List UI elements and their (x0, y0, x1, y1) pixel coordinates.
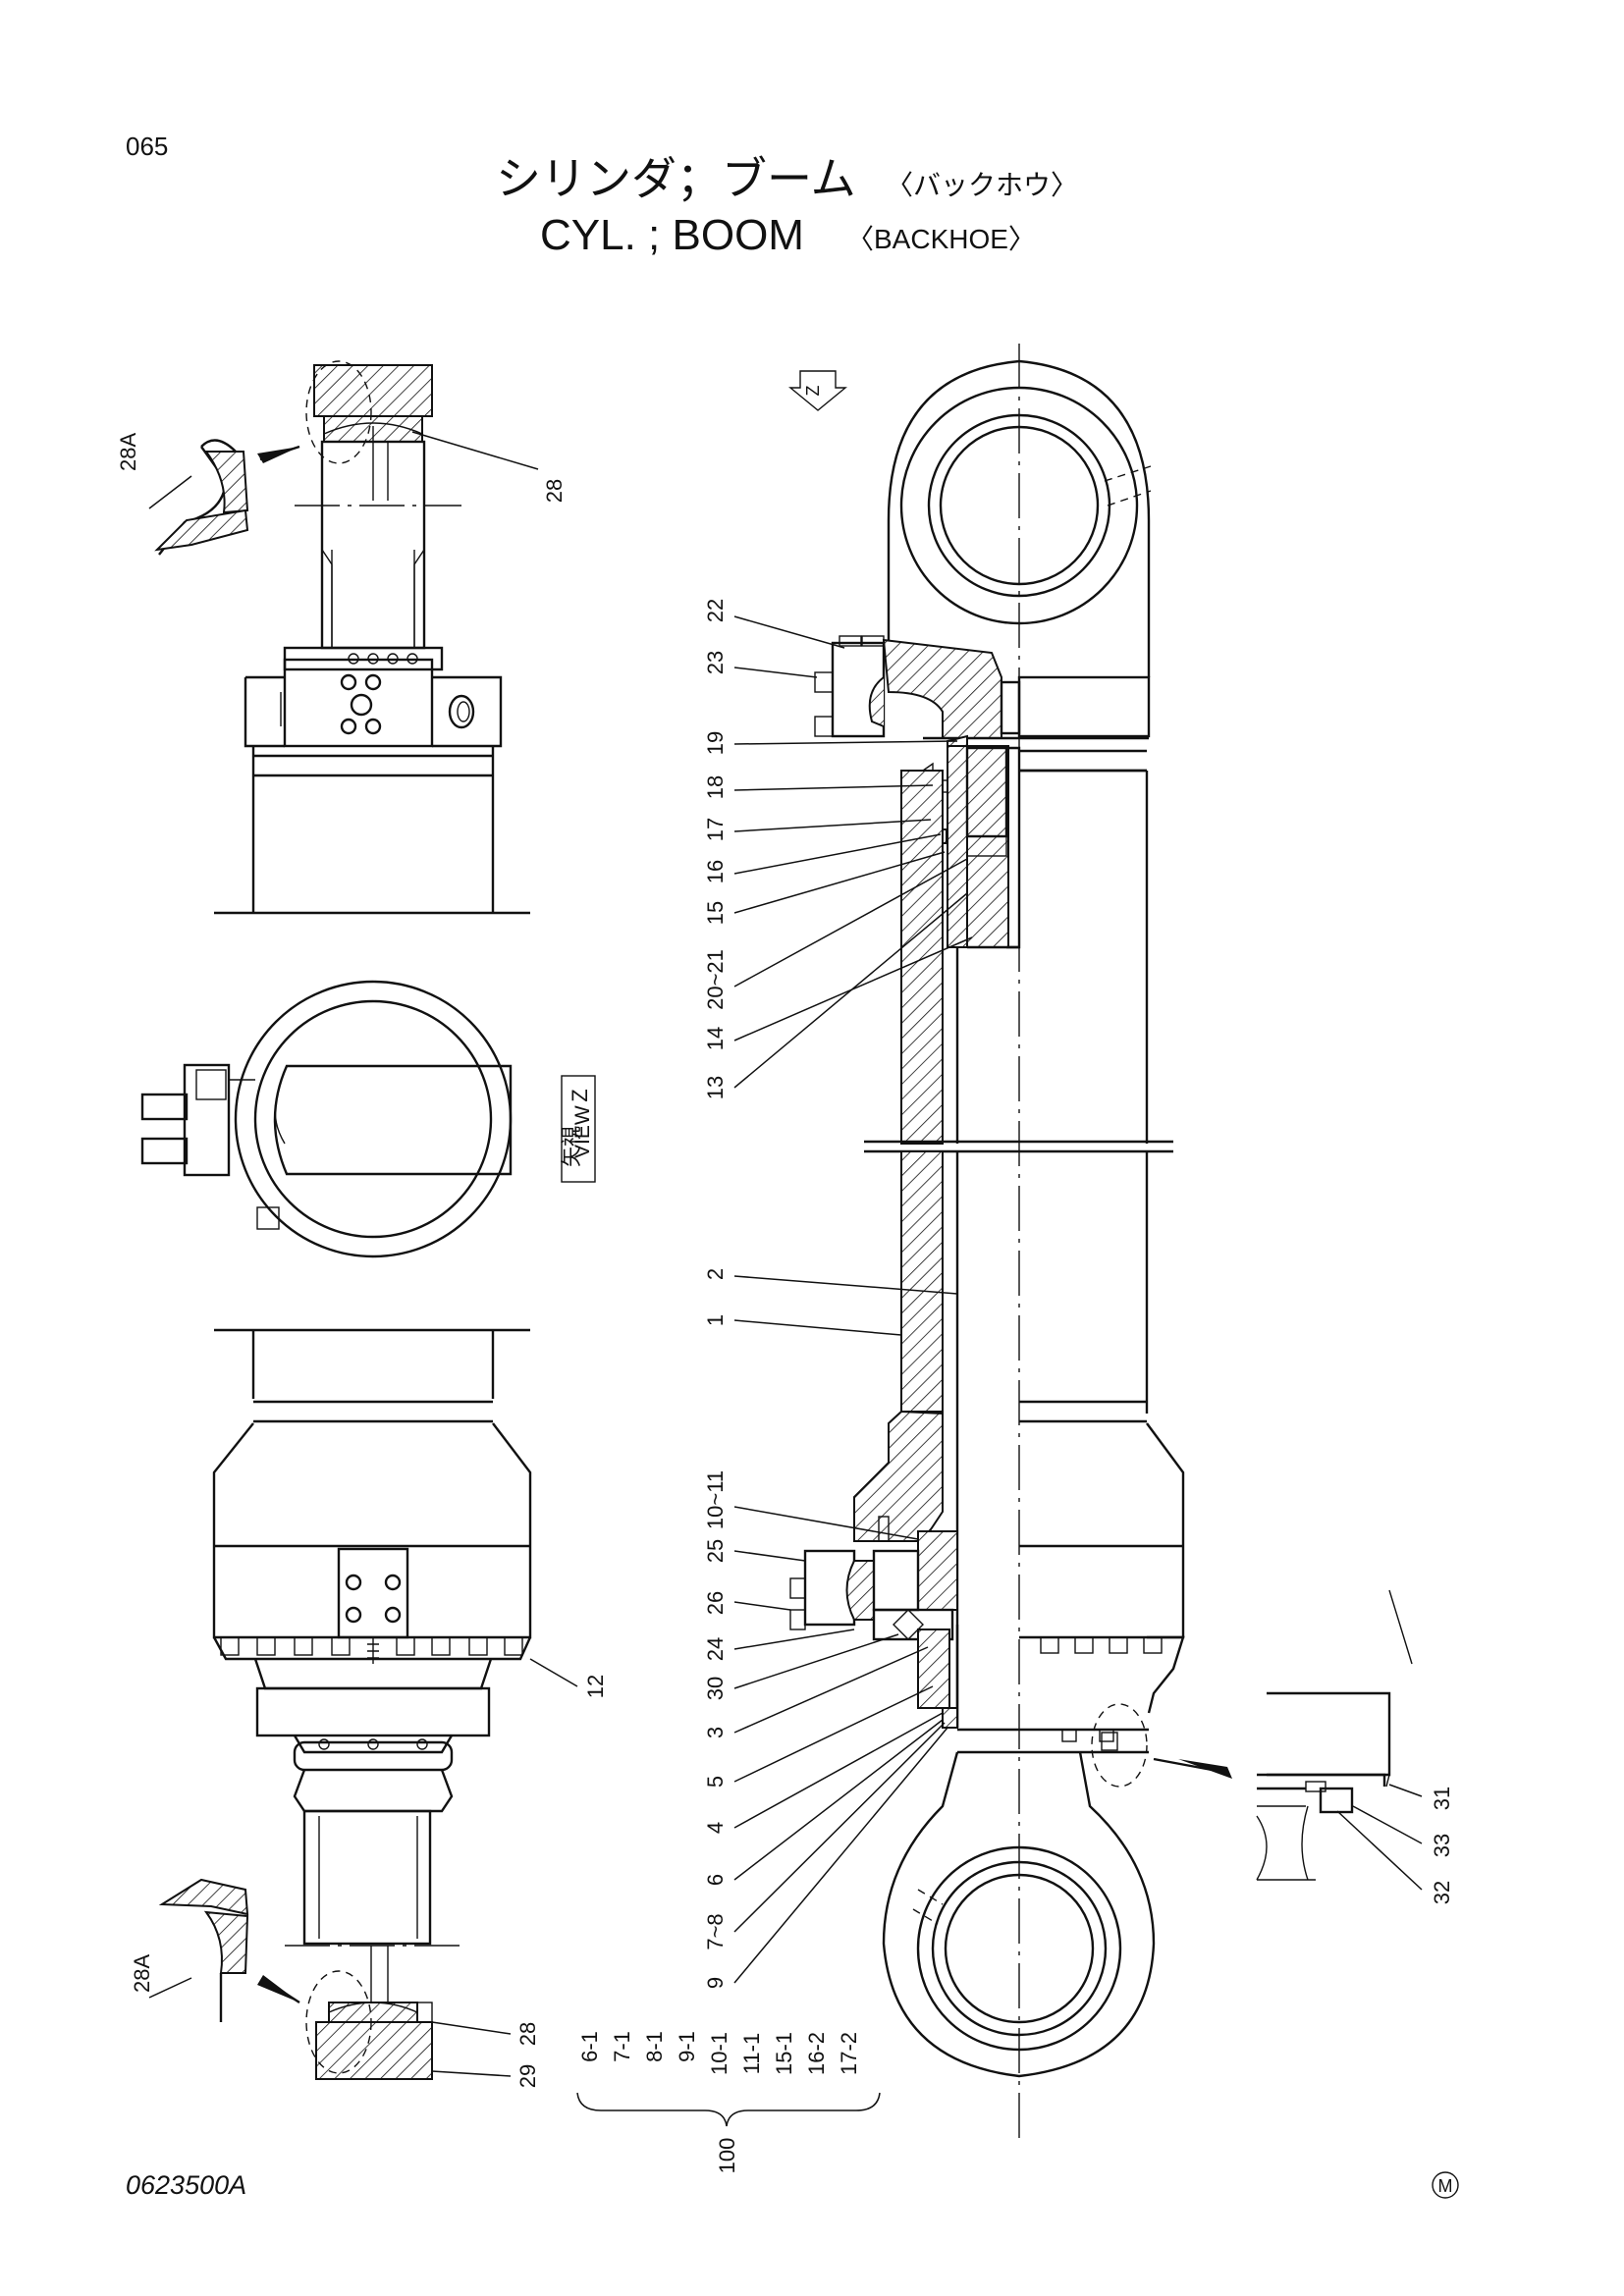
callout-17: 17 (703, 818, 728, 841)
view-arrow-letter: Z (803, 386, 823, 397)
title-japanese: シリンダ；ブーム (496, 153, 856, 204)
leader-lines (148, 431, 1423, 2077)
callout-1: 1 (703, 1314, 728, 1326)
kit-item: 6-1 (577, 2031, 602, 2062)
callout-30: 30 (703, 1677, 728, 1700)
kit-item: 8-1 (642, 2031, 667, 2062)
callout-26: 26 (703, 1591, 728, 1615)
view-label-letter: Z (568, 1089, 592, 1101)
callout-5: 5 (703, 1776, 728, 1788)
detail-31-33 (1256, 1589, 1413, 1881)
callout-7-8: 7~8 (703, 1913, 728, 1949)
callout-12: 12 (583, 1675, 608, 1698)
detail-28a-bottom (158, 1878, 249, 2022)
rod-head-end-view (214, 360, 530, 915)
kit-item: 7-1 (610, 2031, 634, 2062)
drawing-number: 0623500A (126, 2170, 246, 2200)
kit-number: 100 (715, 2138, 739, 2174)
callout-20-21: 20~21 (703, 949, 728, 1010)
callout-9: 9 (703, 1977, 728, 1989)
title-english: CYL. ; BOOM (540, 211, 804, 259)
callout-28-top: 28 (542, 479, 567, 503)
callout-14: 14 (703, 1027, 728, 1050)
callout-31: 31 (1430, 1787, 1454, 1810)
detail-28a-top (154, 439, 249, 556)
callout-23: 23 (703, 651, 728, 674)
view-z-arrow: Z (788, 370, 847, 411)
callout-10-11: 10~11 (703, 1470, 728, 1529)
view-label-japanese: 矢視 (561, 1126, 583, 1167)
kit-item: 10-1 (707, 2032, 731, 2075)
callout-18: 18 (703, 775, 728, 799)
kit-item: 9-1 (675, 2031, 699, 2062)
page-number: 065 (126, 132, 168, 161)
callout-25: 25 (703, 1539, 728, 1563)
kit-brace (576, 2092, 881, 2127)
callout-3: 3 (703, 1727, 728, 1738)
callout-13: 13 (703, 1076, 728, 1099)
callout-4: 4 (703, 1822, 728, 1834)
callout-33: 33 (1430, 1834, 1454, 1857)
kit-item: 11-1 (739, 2033, 764, 2074)
end-view-z (140, 980, 513, 1258)
tube-bottom-view (212, 1328, 532, 2080)
kit-item: 17-2 (837, 2032, 861, 2075)
m-mark-letter: M (1438, 2176, 1453, 2196)
m-mark: M (1432, 2171, 1459, 2199)
callout-22: 22 (703, 599, 728, 622)
callout-2: 2 (703, 1268, 728, 1280)
callout-6: 6 (703, 1874, 728, 1886)
callout-28-bottom: 28 (515, 2022, 540, 2046)
callout-19: 19 (703, 731, 728, 755)
title-japanese-subtitle: 〈バックホウ〉 (886, 170, 1078, 200)
callout-28a-bottom: 28A (130, 1954, 154, 1993)
title-english-subtitle: 〈BACKHOE〉 (846, 224, 1036, 254)
callout-24: 24 (703, 1637, 728, 1661)
callout-32: 32 (1430, 1881, 1454, 1904)
kit-list: 6-1 7-1 8-1 9-1 10-1 11-1 15-1 16-2 17-2… (576, 2031, 881, 2174)
view-z-label: 矢視 VIEW Z (561, 1075, 596, 1183)
callout-29: 29 (515, 2064, 540, 2088)
kit-item: 16-2 (804, 2032, 829, 2075)
callout-16: 16 (703, 860, 728, 883)
callout-15: 15 (703, 901, 728, 925)
view-label-english: VIEW (571, 1105, 594, 1158)
kit-item: 15-1 (772, 2032, 796, 2075)
main-cylinder-section (789, 344, 1232, 2140)
callout-labels: 28A 28 22 23 19 18 17 16 15 20~21 14 13 … (116, 433, 1454, 2089)
callout-28a-top: 28A (116, 433, 140, 471)
